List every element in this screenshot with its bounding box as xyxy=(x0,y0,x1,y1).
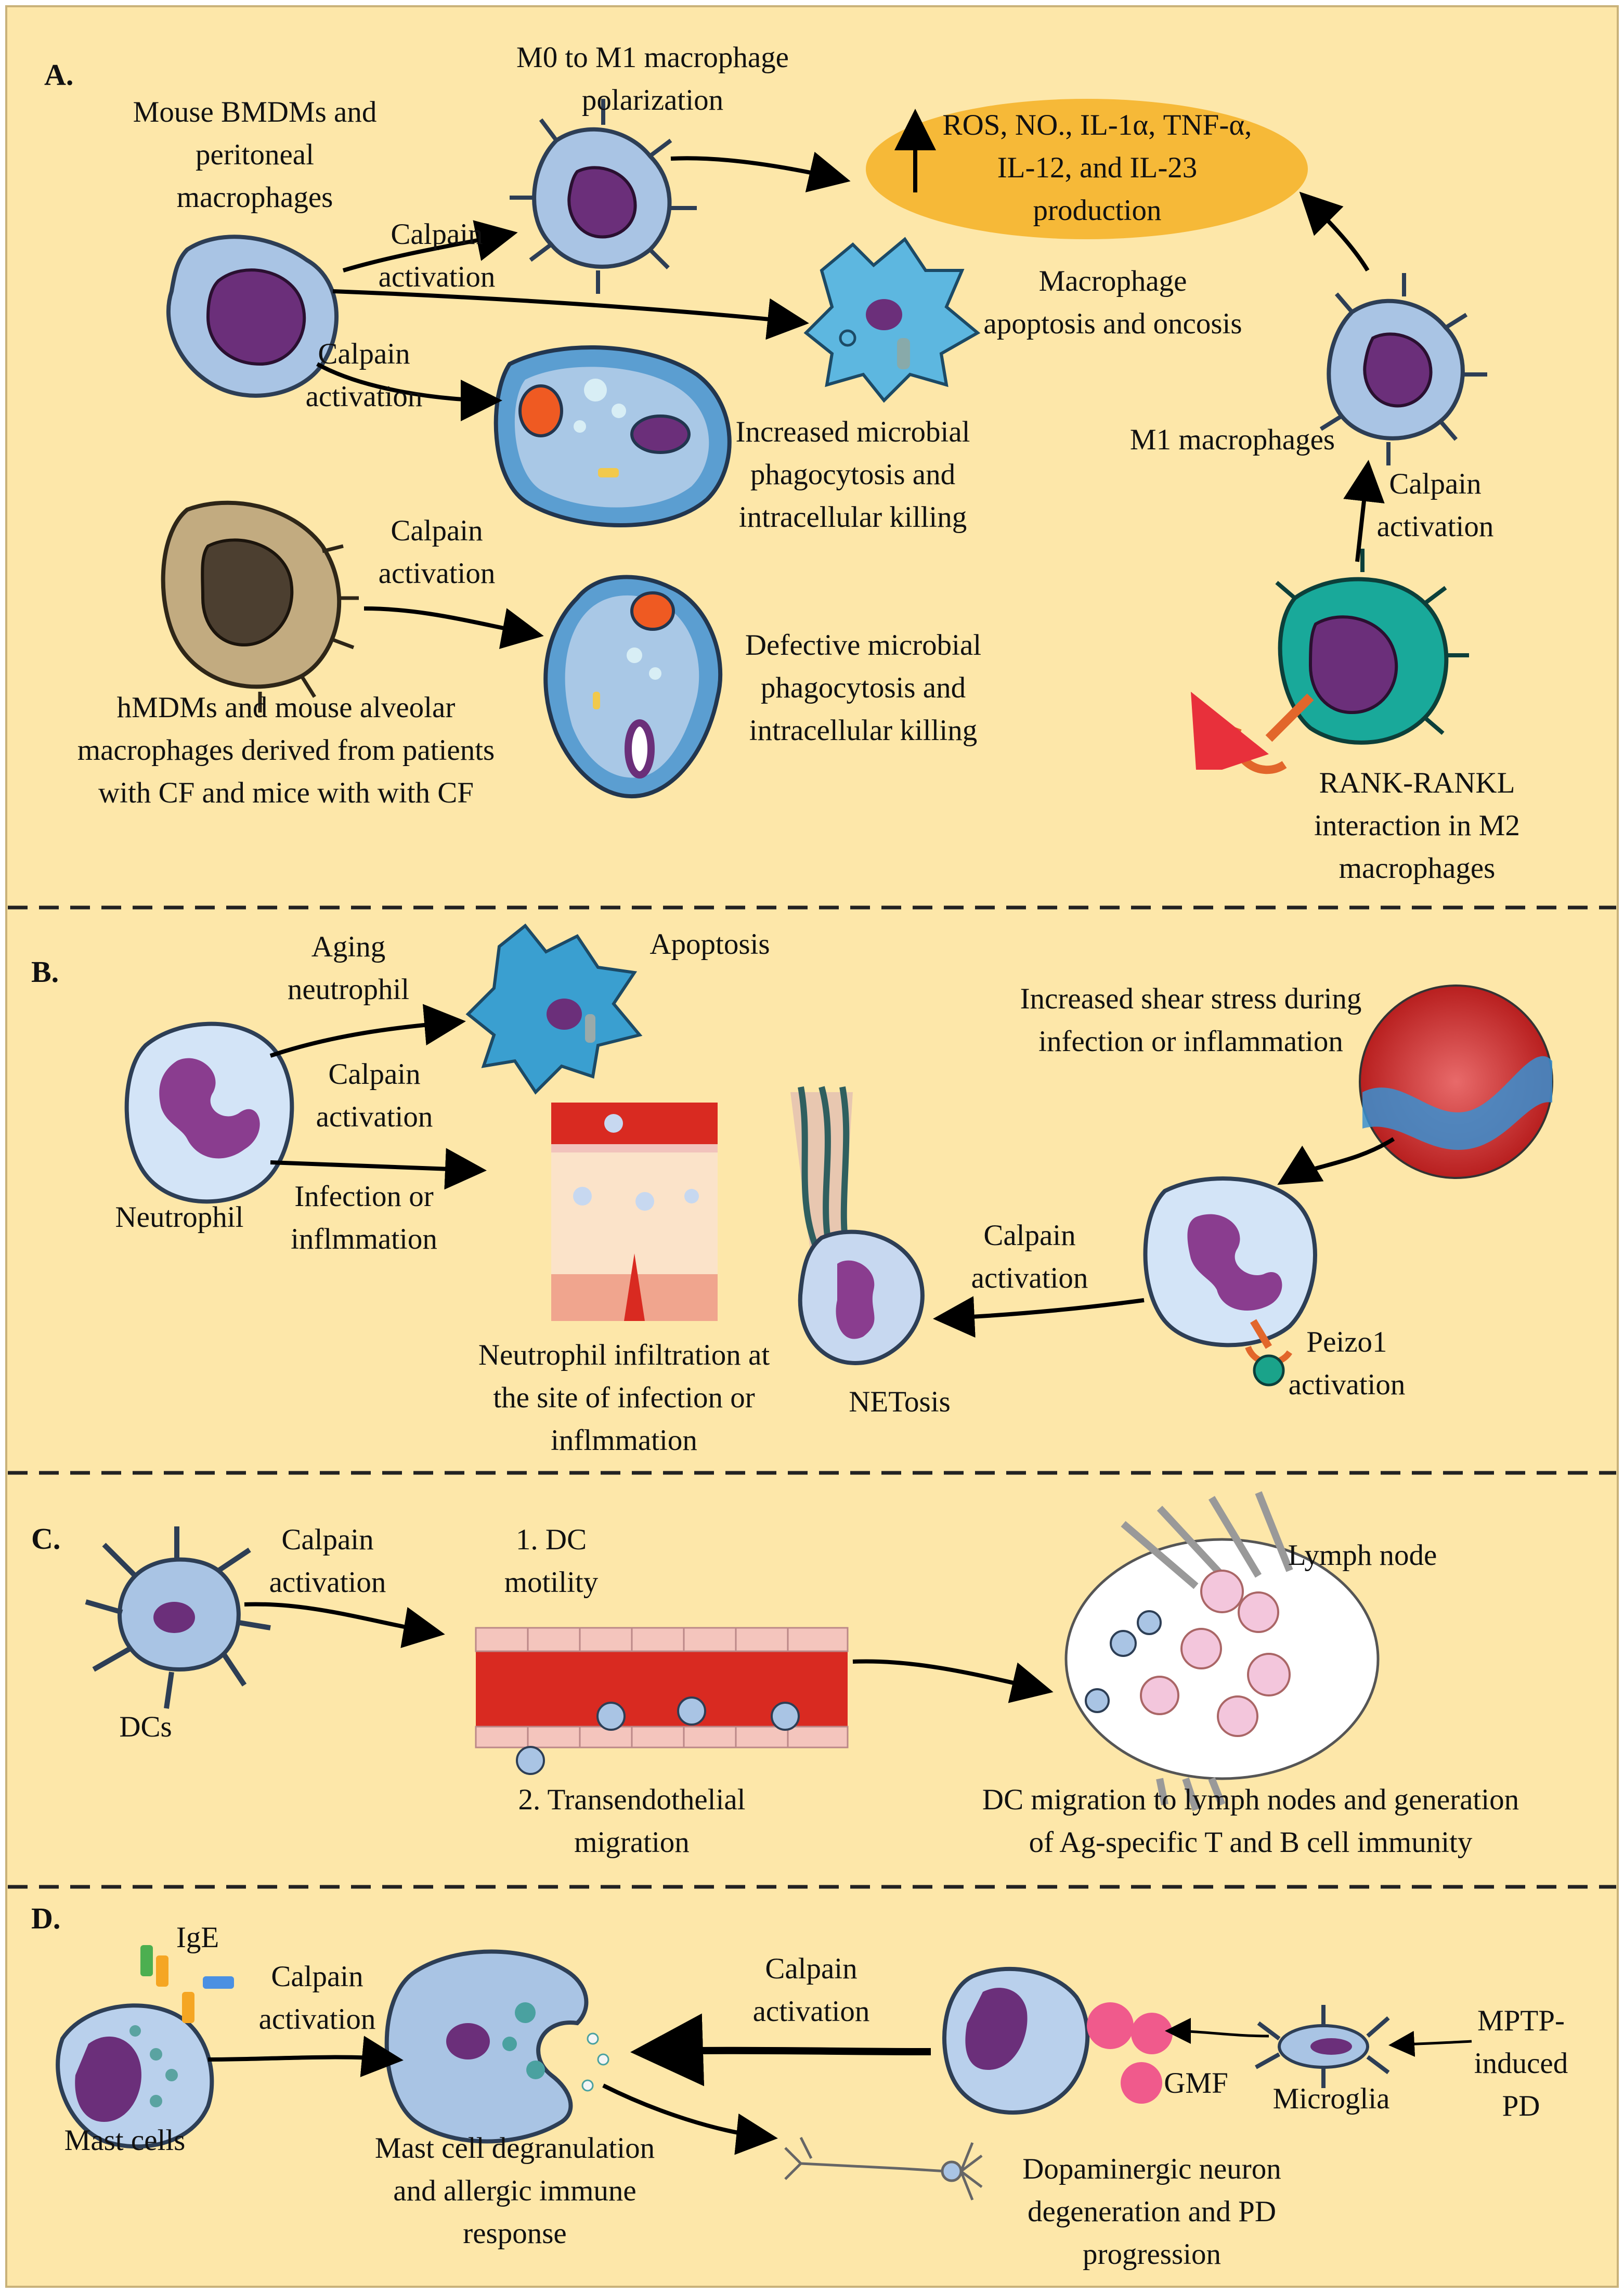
arrow-bmdm-to-apoptosis xyxy=(332,289,809,340)
mast-cell-icon xyxy=(56,2003,214,2149)
arrow-neutrophil-to-netosis xyxy=(933,1296,1145,1338)
ros-production-ellipse xyxy=(866,99,1308,239)
tissue-infiltration-icon xyxy=(551,1103,718,1321)
dopaminergic-neuron-label: Dopaminergic neuron degeneration and PD … xyxy=(1022,2153,1281,2271)
netosis-neutrophil-icon xyxy=(798,1229,925,1365)
calpain-activation-label-d1: Calpain activation xyxy=(258,1960,376,2036)
peizo1-activation-label: Peizo1 activation xyxy=(1288,1326,1406,1401)
apoptotic-neutrophil-icon xyxy=(465,923,643,1095)
arrow-microglia-to-gmf xyxy=(1165,2018,1269,2044)
dc-motility-label: 1. DC motility xyxy=(504,1523,599,1599)
lymph-node-label: Lymph node xyxy=(1288,1539,1437,1572)
piezo1-neutrophil-icon xyxy=(1143,1176,1317,1387)
dendritic-cell-icon xyxy=(85,1526,271,1709)
ros-production-label: ROS, NO., IL-1α, TNF-α, IL-12, and IL-23… xyxy=(942,109,1252,227)
panel-c-arrows xyxy=(244,1602,1054,1703)
calpain-activation-label-c: Calpain activation xyxy=(269,1523,386,1599)
shear-stress-label: Increased shear stress during infection … xyxy=(1020,982,1362,1058)
panel-a-artwork xyxy=(161,99,1487,799)
blood-vessel-circle-icon xyxy=(1359,984,1553,1179)
phagocytic-macrophage-icon xyxy=(493,345,732,527)
degranulating-mast-cell-icon xyxy=(384,1949,609,2144)
lymph-node-icon xyxy=(1064,1491,1380,1811)
arrow-bmdm-to-phagocytic xyxy=(316,362,502,421)
panel-separators xyxy=(8,905,1616,1889)
panel-a-arrows xyxy=(316,151,1385,649)
m1-macrophage-right-icon xyxy=(1319,273,1487,465)
arrow-gmf-to-degranulation xyxy=(630,2013,931,2087)
m0-m1-polarization-label: M0 to M1 macrophage polarization xyxy=(516,41,789,116)
neutrophil-label: Neutrophil xyxy=(115,1201,244,1234)
aging-neutrophil-label: Aging neutrophil xyxy=(287,930,410,1006)
mptp-pd-label: MPTP- induced PD xyxy=(1474,2004,1568,2122)
microglia-icon xyxy=(1255,2005,1390,2088)
ige-antibody-icon xyxy=(140,1945,234,2023)
ige-label: IgE xyxy=(176,1921,219,1954)
calpain-activation-label-a4: Calpain activation xyxy=(1376,468,1494,543)
arrow-m1right-to-ros xyxy=(1299,191,1370,272)
increased-phagocytosis-label: Increased microbial phagocytosis and int… xyxy=(735,416,970,534)
defective-phagocyte-icon xyxy=(543,575,723,799)
m1-polarized-macrophage-icon xyxy=(510,99,697,294)
panel-letter-c: C. xyxy=(31,1522,61,1556)
mast-degranulation-label: Mast cell degranulation and allergic imm… xyxy=(374,2132,655,2250)
panel-d-artwork xyxy=(56,1945,1472,2200)
arrow-m1-to-ros xyxy=(670,151,851,192)
rank-rankl-receptor-icon xyxy=(1191,692,1314,774)
panel-d-arrows xyxy=(207,2013,1472,2155)
mouse-bmdm-label: Mouse BMDMs and peritoneal macrophages xyxy=(133,96,377,214)
infection-inflammation-label: Infection or inflmmation xyxy=(291,1180,437,1255)
apoptosis-label: Apoptosis xyxy=(649,928,770,961)
mast-cells-label: Mast cells xyxy=(64,2124,186,2157)
panel-b-artwork xyxy=(124,923,1553,1387)
rank-rankl-label: RANK-RANKL interaction in M2 macrophages xyxy=(1314,767,1520,885)
m2-macrophage-icon xyxy=(1275,549,1469,745)
microglia-label: Microglia xyxy=(1272,2082,1390,2115)
gmf-label: GMF xyxy=(1164,2067,1228,2100)
transendothelial-migration-label: 2. Transendothelial migration xyxy=(518,1783,746,1859)
arrow-dc-to-vessel xyxy=(244,1602,445,1648)
arrow-mptp-to-microglia xyxy=(1388,2031,1472,2057)
arrow-m2-to-m1 xyxy=(1343,460,1385,562)
arrow-bmdm-to-m1 xyxy=(342,220,518,273)
dopaminergic-neuron-icon xyxy=(784,2136,983,2200)
arrow-degranulation-to-neuron xyxy=(602,2083,778,2155)
arrow-vessel-to-lymph xyxy=(852,1659,1054,1703)
apoptotic-macrophage-icon xyxy=(803,237,981,403)
netosis-label: NETosis xyxy=(849,1385,951,1418)
calpain-activation-label-a3: Calpain activation xyxy=(378,514,496,590)
calpain-activation-label-a2: Calpain activation xyxy=(305,338,423,413)
bmdm-macrophage-icon xyxy=(166,235,339,398)
m1-macrophages-label: M1 macrophages xyxy=(1129,423,1335,456)
macrophage-apoptosis-label: Macrophage apoptosis and oncosis xyxy=(983,265,1242,340)
neutrophil-infiltration-label: Neutrophil infiltration at the site of i… xyxy=(478,1339,770,1457)
cf-macrophage-icon xyxy=(161,500,359,712)
neutrophil-icon xyxy=(124,1021,294,1204)
defective-phagocytosis-label: Defective microbial phagocytosis and int… xyxy=(745,629,982,747)
panel-letter-d: D. xyxy=(31,1901,61,1935)
calpain-activation-label-b2: Calpain activation xyxy=(971,1219,1088,1294)
microglia-mast-cell-icon xyxy=(942,1966,1173,2115)
cf-macrophages-label: hMDMs and mouse alveolar macrophages der… xyxy=(77,691,495,809)
arrow-neutrophil-to-apoptosis xyxy=(269,1004,466,1058)
calpain-activation-label-a1: Calpain activation xyxy=(378,218,496,293)
panel-letter-b: B. xyxy=(31,955,59,989)
panel-letter-a: A. xyxy=(44,58,74,92)
blood-vessel-icon xyxy=(475,1627,849,1775)
arrow-mast-to-degranulation xyxy=(207,2036,404,2078)
panel-c-artwork xyxy=(85,1491,1380,1811)
arrow-cf-to-defective xyxy=(363,606,544,649)
dcs-label: DCs xyxy=(119,1711,172,1743)
arrow-neutrophil-to-infiltration xyxy=(270,1148,487,1190)
panel-b-arrows xyxy=(269,1004,1395,1338)
dc-migration-label: DC migration to lymph nodes and generati… xyxy=(982,1783,1519,1859)
arrow-shear-to-neutrophil xyxy=(1277,1137,1395,1185)
calpain-activation-label-b1: Calpain activation xyxy=(316,1058,433,1133)
calpain-activation-label-d2: Calpain activation xyxy=(752,1952,870,2028)
